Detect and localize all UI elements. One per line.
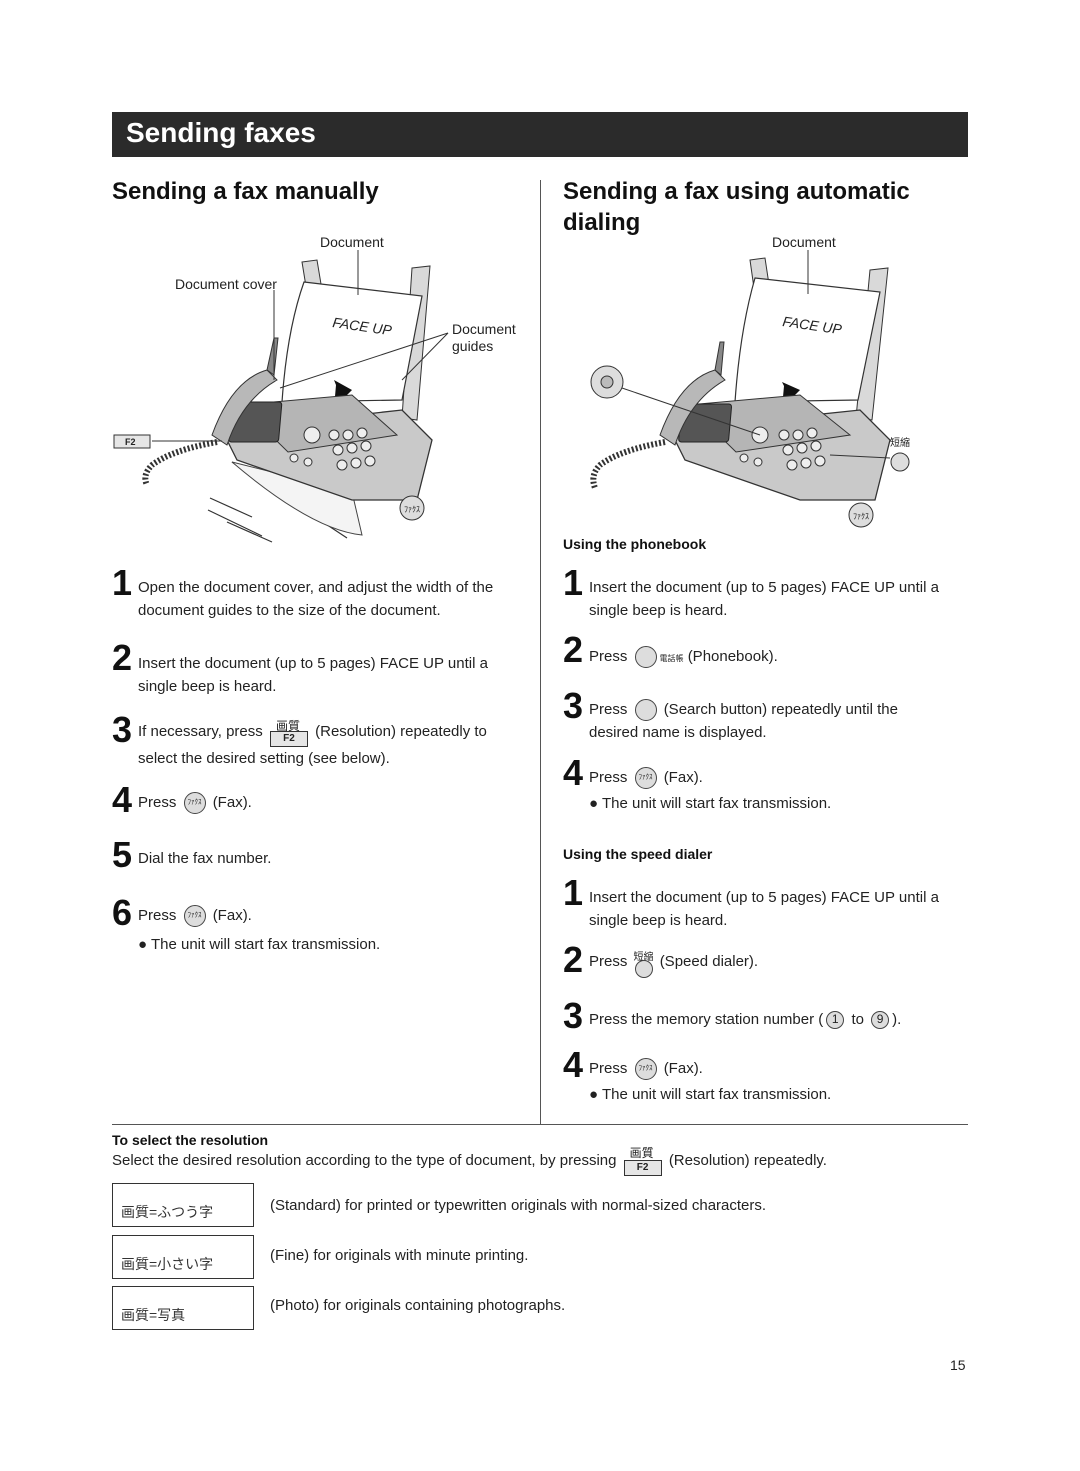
step-text-line2: select the desired setting (see below).	[138, 750, 390, 767]
fax-key-label: ﾌｧｸｽ	[853, 512, 869, 521]
step-text: Open the document cover, and adjust the …	[138, 579, 494, 619]
fax-key-label: ﾌｧｸｽ	[404, 505, 420, 514]
step-number: 3	[112, 709, 133, 750]
step-text: Press 短縮 (Speed dialer).	[589, 948, 758, 978]
step-number: 1	[112, 562, 133, 603]
label-document-cover: Document cover	[175, 276, 277, 292]
fax-button-icon: ﾌｧｸｽ	[183, 792, 206, 815]
step-text: Press the memory station number (1 to 9)…	[589, 1011, 902, 1030]
step-text: Press ﾌｧｸｽ (Fax).	[138, 904, 252, 928]
step-text: Press (Search button) repeatedly until t…	[589, 699, 898, 742]
step-text: Press ﾌｧｸｽ (Fax).	[138, 791, 252, 815]
speed-dialer-title: Using the speed dialer	[563, 846, 713, 862]
step-text-post: (Resolution) repeatedly to	[315, 722, 487, 740]
fax-button-icon: ﾌｧｸｽ	[183, 905, 206, 928]
label-document-right: Document	[772, 234, 836, 250]
step-number: 5	[112, 834, 133, 875]
phonebook-title: Using the phonebook	[563, 536, 707, 552]
step-text: Press ﾌｧｸｽ (Fax).	[589, 1057, 703, 1081]
step-text: Press 電話帳 (Phonebook).	[589, 645, 778, 670]
step-text-pre: If necessary, press	[138, 722, 263, 740]
step-text: Insert the document (up to 5 pages) FACE…	[138, 655, 488, 695]
heading-automatic: Sending a fax using automatic dialing	[563, 178, 910, 236]
resolution-intro: Select the desired resolution according …	[112, 1146, 827, 1176]
step-text: Insert the document (up to 5 pages) FACE…	[589, 889, 939, 929]
step-number: 6	[112, 892, 133, 933]
column-divider	[540, 180, 541, 1124]
f2-key-label: F2	[125, 437, 136, 447]
key-1-icon: 1	[826, 1011, 845, 1030]
section-title: Sending faxes	[126, 117, 316, 148]
fax-button-icon: ﾌｧｸｽ	[634, 1058, 657, 1081]
fax-button-icon: ﾌｧｸｽ	[634, 767, 657, 790]
page-number: 15	[950, 1357, 966, 1373]
bullet-note: ● The unit will start fax transmission.	[138, 936, 381, 953]
heading-manual: Sending a fax manually	[112, 178, 379, 205]
step-number: 2	[112, 637, 133, 678]
speed-dial-label: 短縮	[890, 436, 910, 449]
bullet-note: ● The unit will start fax transmission.	[589, 1086, 832, 1103]
resolution-desc: (Photo) for originals containing photogr…	[270, 1297, 566, 1314]
display-fine: 画質=小さい字	[112, 1235, 254, 1279]
display-photo: 画質=写真	[112, 1286, 254, 1330]
step-text: Press ﾌｧｸｽ (Fax).	[589, 766, 703, 790]
step-number: 4	[112, 779, 133, 820]
bullet-note: ● The unit will start fax transmission.	[589, 795, 832, 812]
resolution-desc: (Standard) for printed or typewritten or…	[270, 1197, 767, 1214]
section-divider	[112, 1124, 968, 1125]
section-banner: Sending faxes	[112, 112, 968, 157]
key-9-icon: 9	[871, 1011, 890, 1030]
label-document: Document	[320, 234, 384, 250]
step-text: Insert the document (up to 5 pages) FACE…	[589, 579, 939, 619]
label-document-guides: Document guides	[452, 321, 516, 354]
resolution-desc: (Fine) for originals with minute printin…	[270, 1247, 529, 1264]
fax-illustration-automatic: FACE UP 短縮 ﾌｧｸｽ	[590, 250, 910, 528]
search-button-icon	[634, 699, 657, 722]
step-text: Dial the fax number.	[138, 850, 272, 867]
navigator-icon	[634, 646, 657, 669]
fax-illustration-manual: FACE UP ﾌｧｸｽ F2	[113, 250, 449, 543]
display-standard: 画質=ふつう字	[112, 1183, 254, 1227]
speed-dial-icon: 短縮	[632, 948, 656, 978]
resolution-title: To select the resolution	[112, 1132, 269, 1148]
